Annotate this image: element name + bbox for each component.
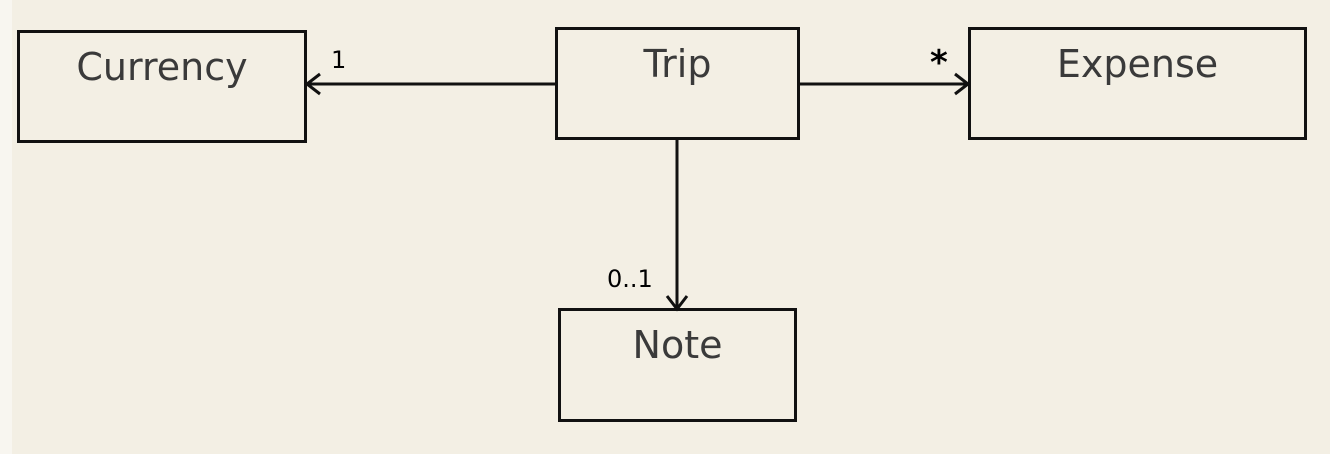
class-currency-name: Currency	[76, 45, 248, 89]
class-expense: Expense	[968, 27, 1307, 140]
class-note: Note	[558, 308, 797, 422]
class-trip: Trip	[555, 27, 800, 140]
association-trip-currency-arrowhead	[304, 72, 321, 96]
multiplicity-note: 0..1	[607, 265, 653, 293]
class-trip-name: Trip	[643, 42, 712, 86]
class-note-name: Note	[632, 323, 723, 367]
multiplicity-expense: *	[930, 43, 948, 83]
canvas-edge	[0, 0, 12, 454]
class-currency: Currency	[17, 30, 307, 143]
multiplicity-currency: 1	[331, 46, 347, 74]
class-expense-name: Expense	[1056, 42, 1219, 86]
